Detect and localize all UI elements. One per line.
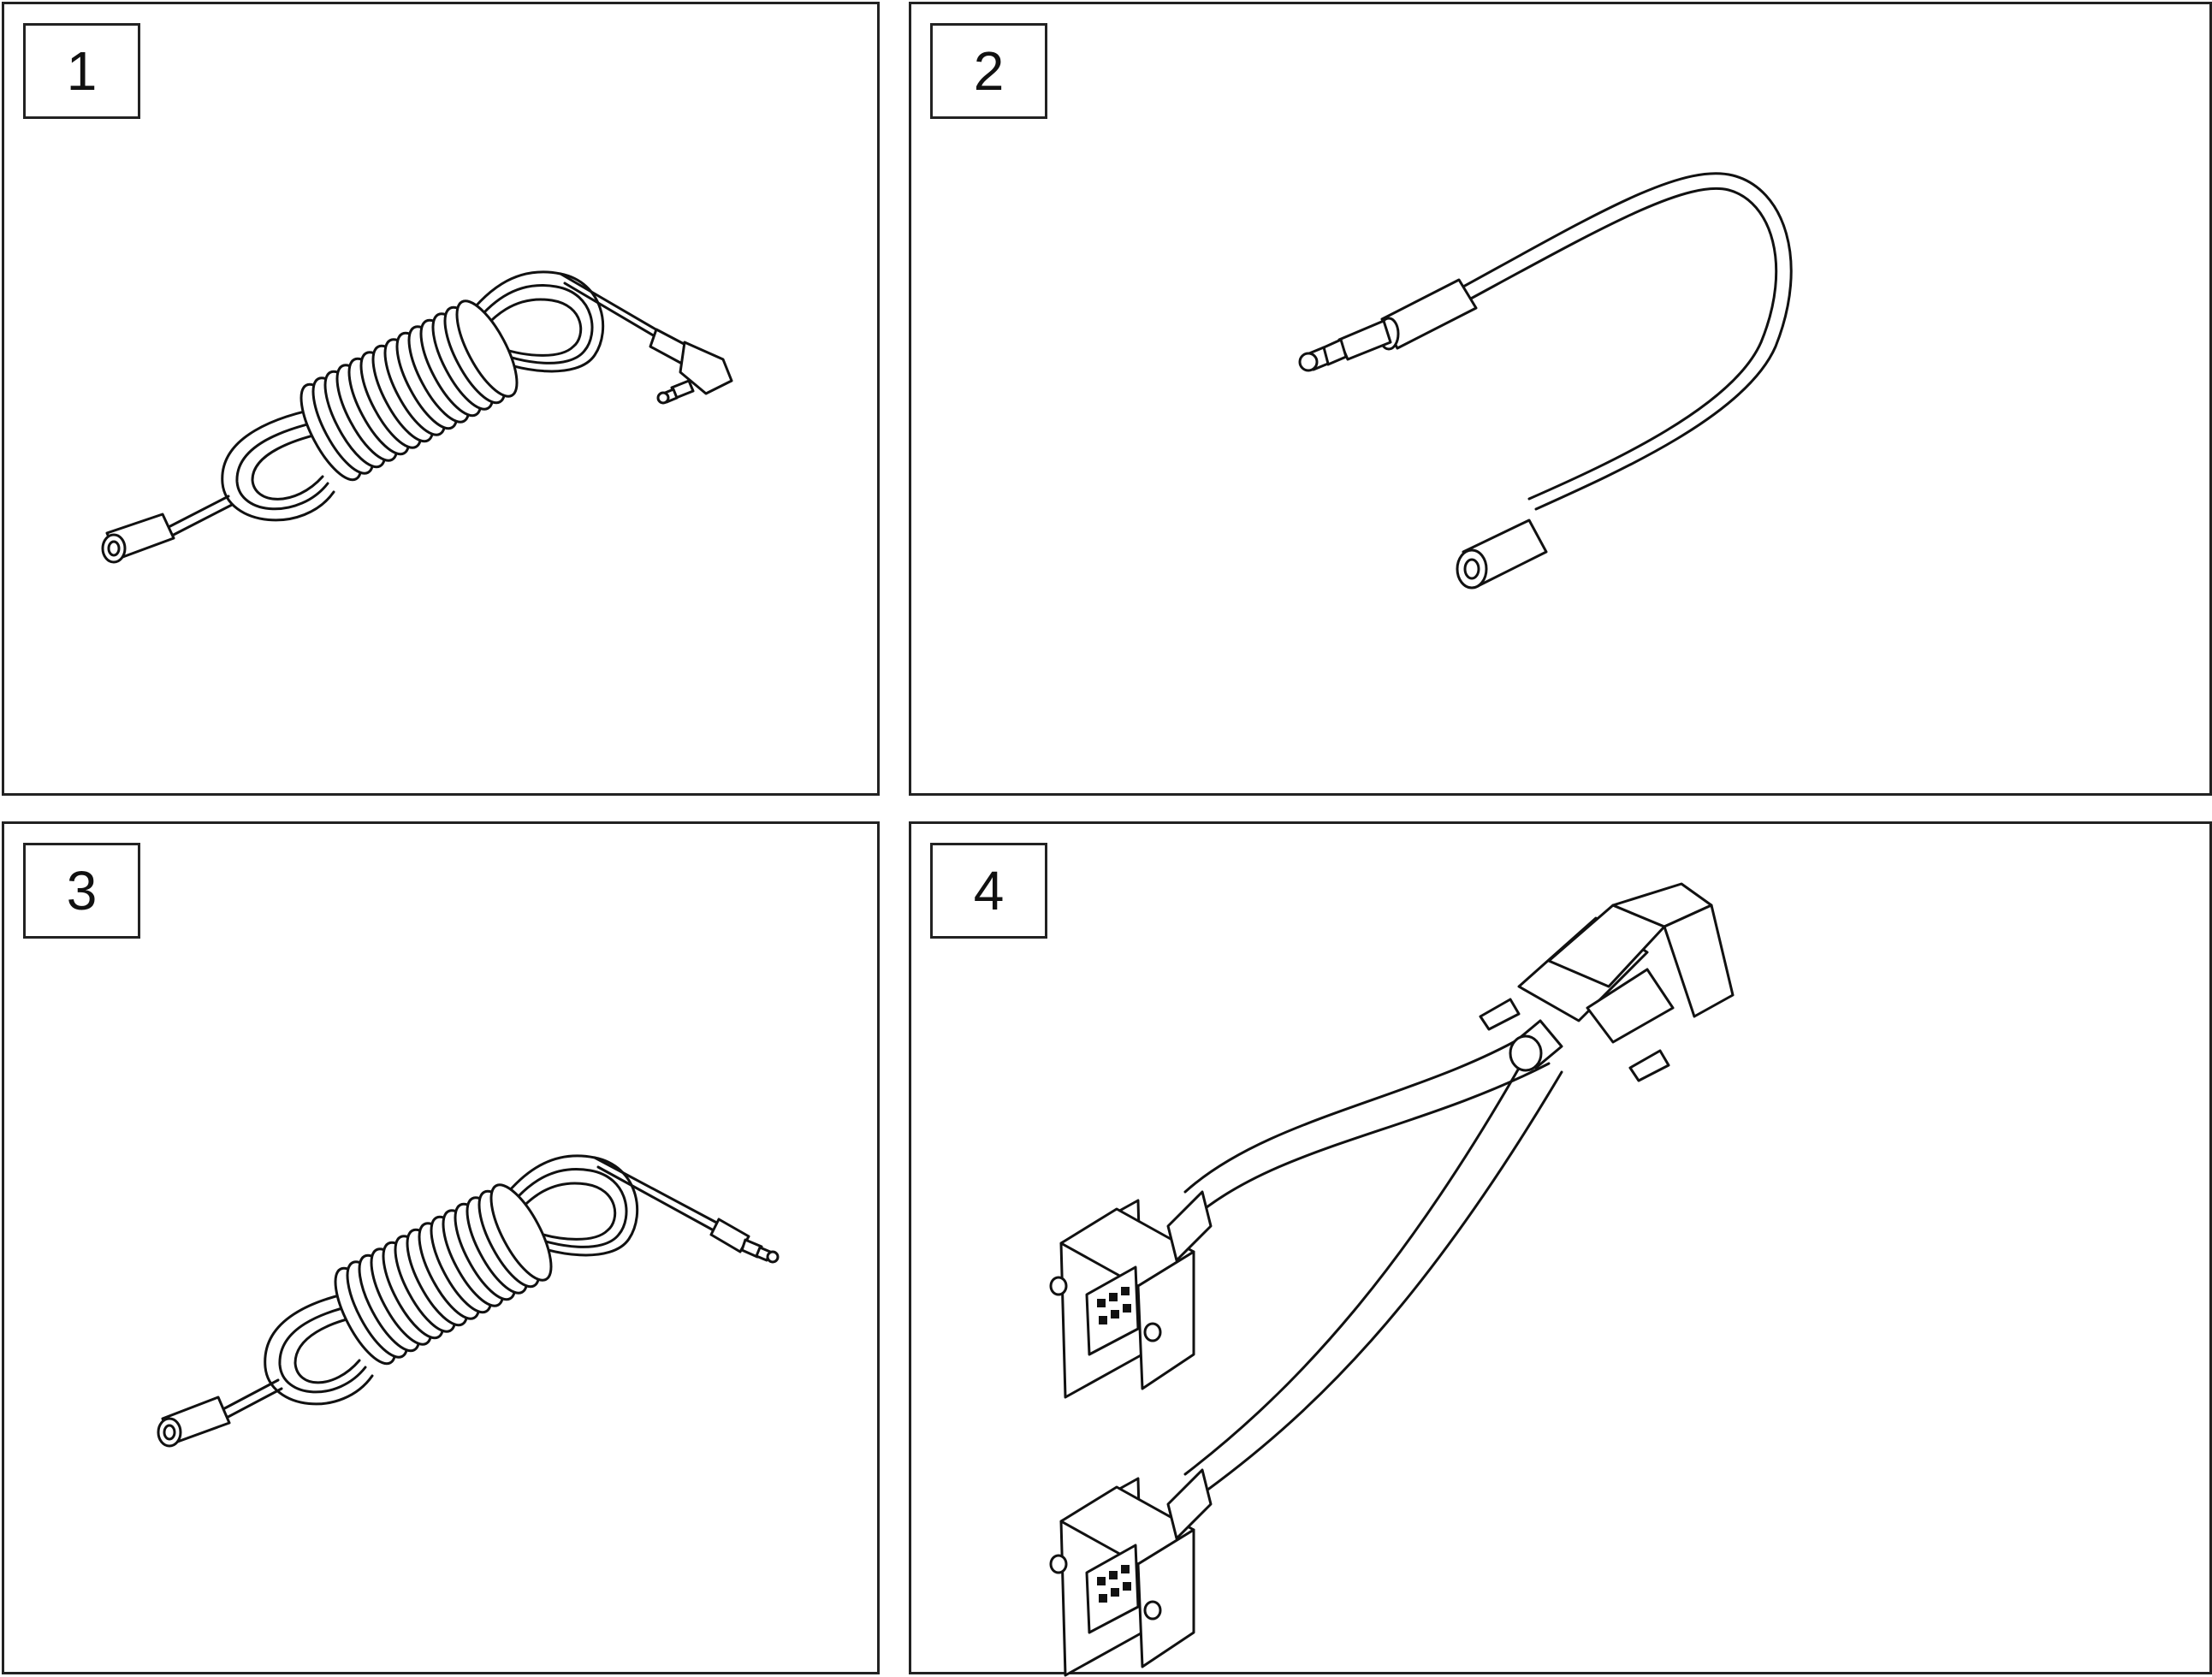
panel-1: 1 [2,2,880,796]
panel-2: 2 [909,2,2212,796]
panel-4-number: 4 [930,843,1047,939]
coiled-cable-straight-plug-icon [157,1154,780,1448]
coil-wrap [489,1183,553,1282]
coil-wrap [455,299,519,398]
panel-4: 4 [909,821,2212,1677]
short-audio-extension-cable-icon [1298,172,1793,590]
panel-3-number: 3 [23,843,140,939]
coiled-cable-right-angle-plug-icon [101,270,733,564]
db9-y-splitter-cable-icon [1049,882,1735,1677]
panel-1-number: 1 [23,23,140,119]
panel-3: 3 [2,821,880,1674]
panel-2-number: 2 [930,23,1047,119]
